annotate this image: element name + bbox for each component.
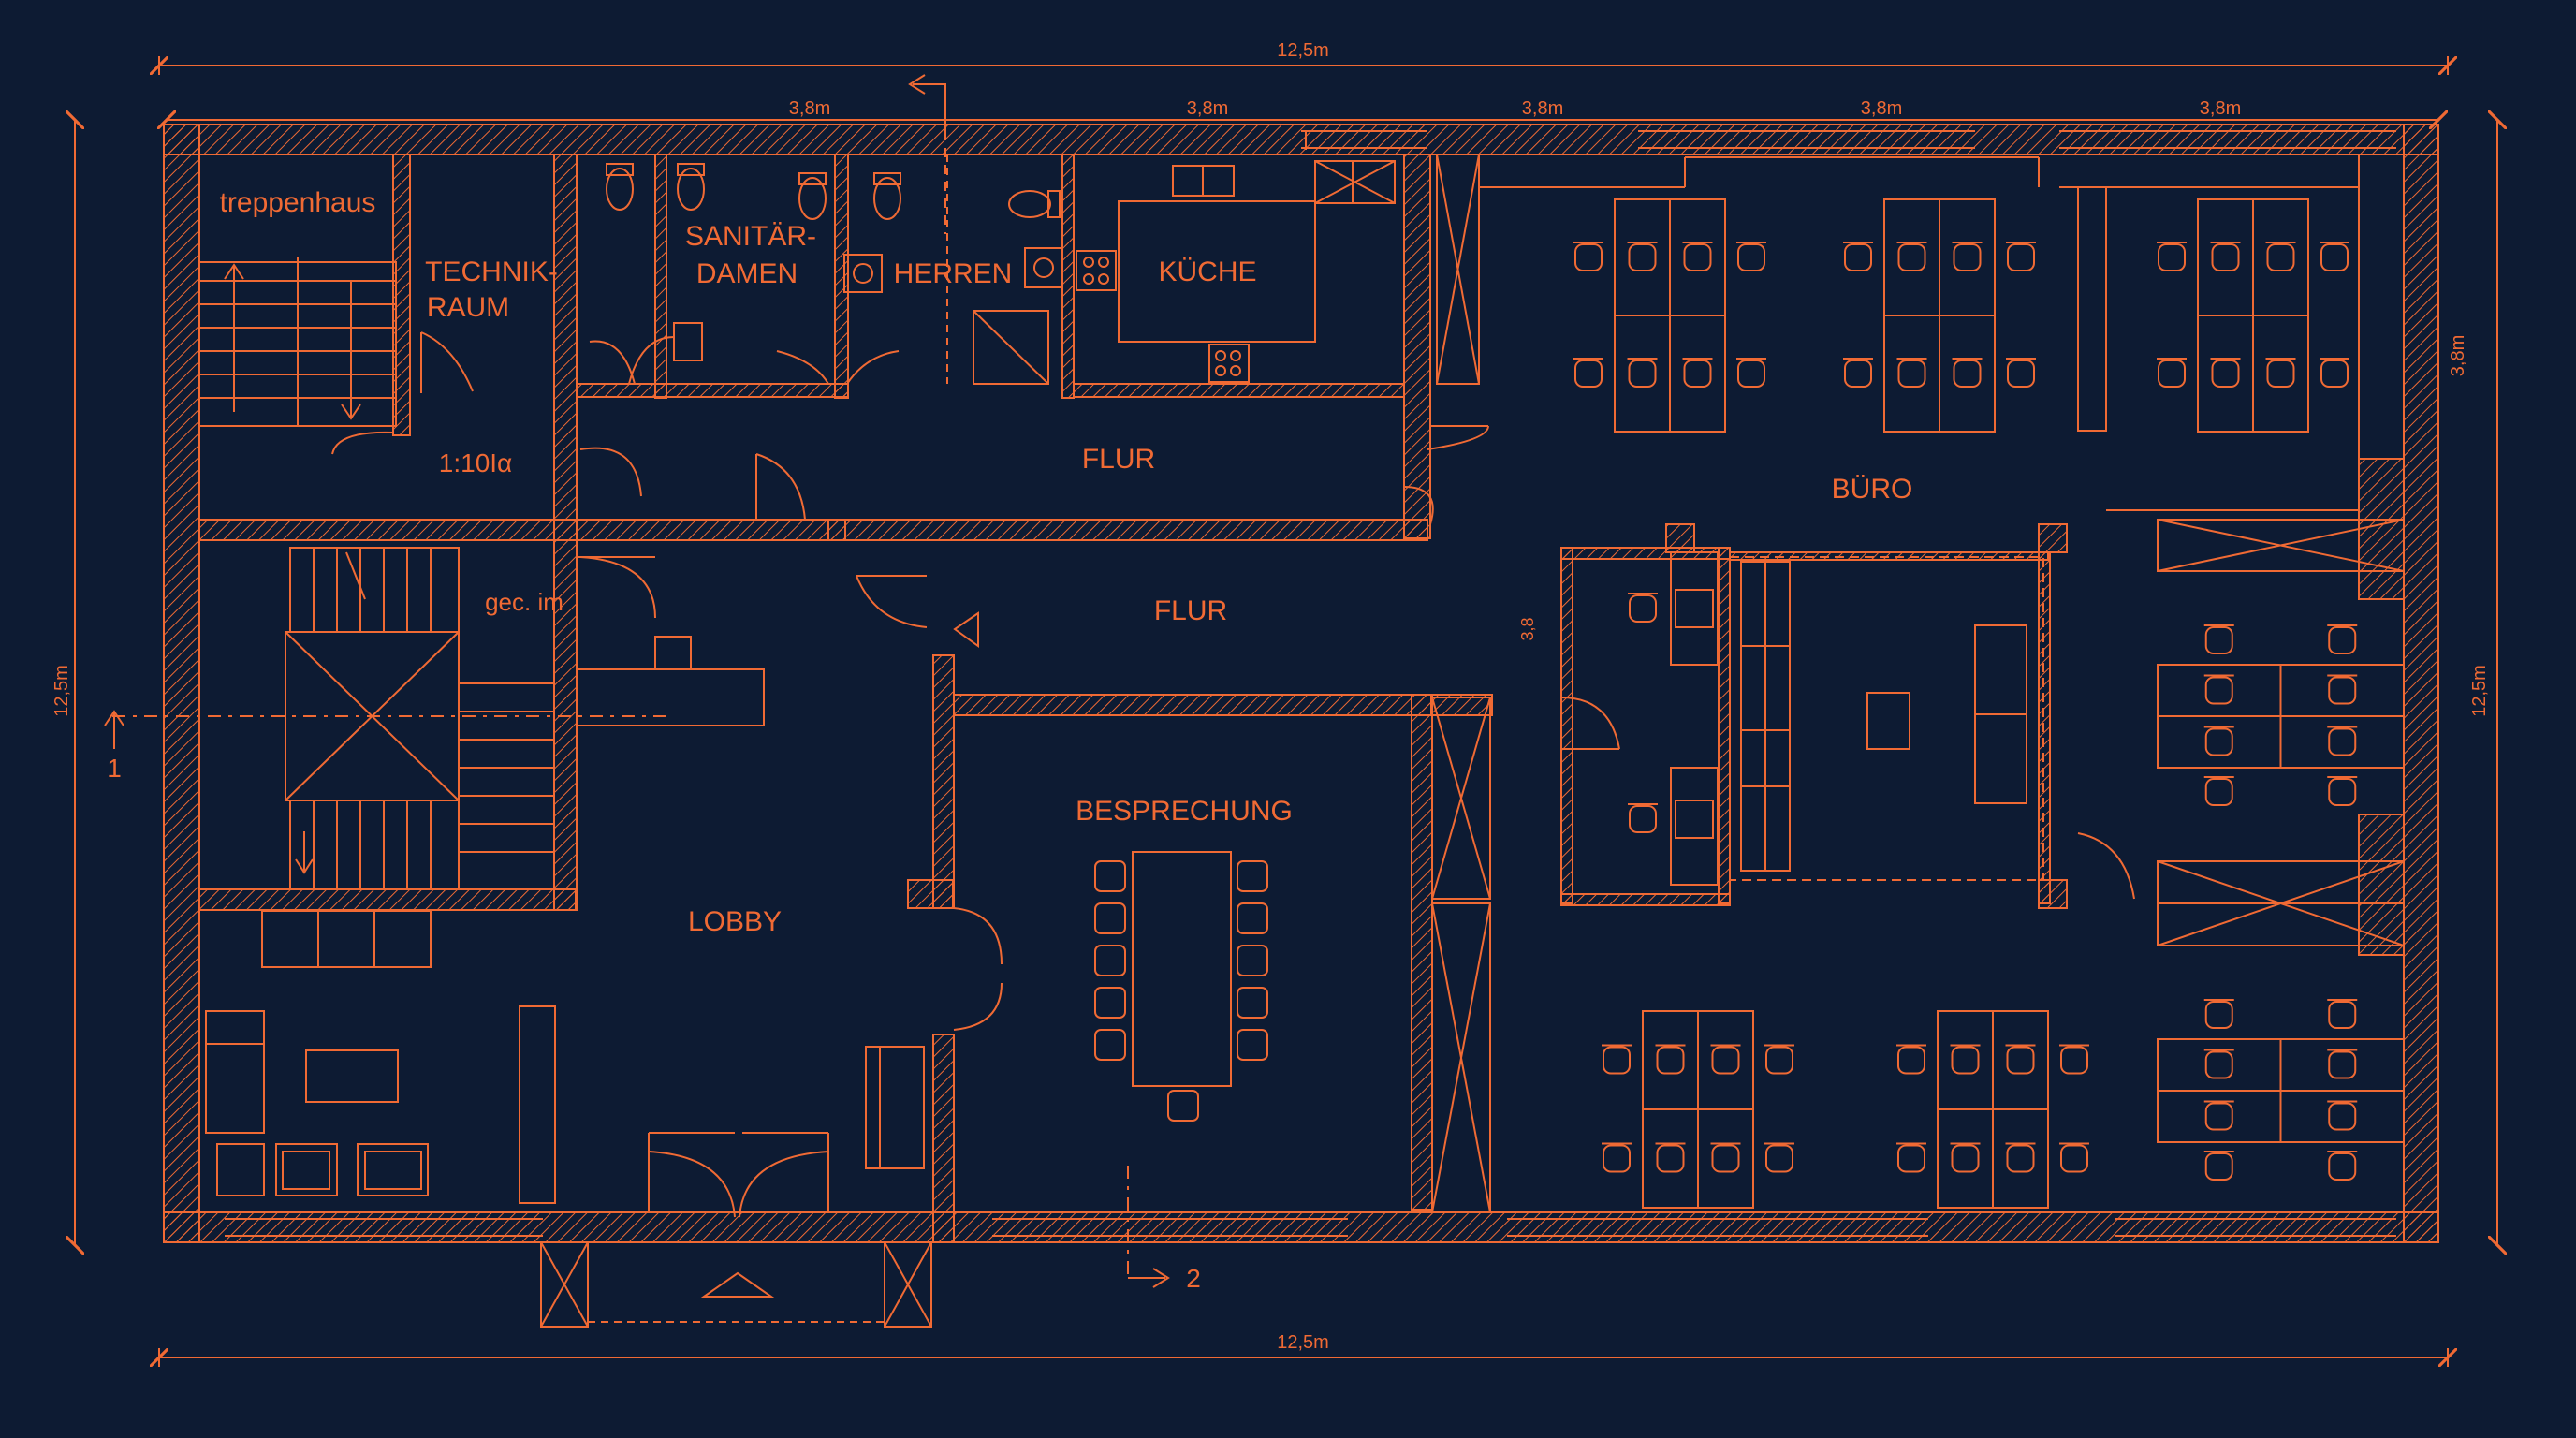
office-chair-icon bbox=[1683, 243, 1712, 271]
room-label-technical-line2: RAUM bbox=[427, 292, 509, 323]
office-chair-icon bbox=[2328, 676, 2357, 705]
room-label-lift-note: gec. im bbox=[485, 588, 564, 616]
line-work bbox=[104, 74, 2405, 1328]
section-marker-2: 2 bbox=[1186, 1264, 1201, 1293]
dim-bay-4: 3,8m bbox=[1861, 98, 1902, 119]
dim-right-upper: 3,8m bbox=[2448, 335, 2468, 376]
office-chair-icon bbox=[1844, 360, 1872, 388]
room-label-stairwell: treppenhaus bbox=[220, 187, 376, 218]
office-chair-icon bbox=[2204, 1050, 2233, 1079]
office-chair-icon bbox=[2211, 243, 2240, 271]
meeting-chairs bbox=[1094, 860, 1268, 1122]
dim-bay-3: 3,8m bbox=[1522, 98, 1563, 119]
office-chair-icon bbox=[1603, 1046, 1631, 1075]
dim-bay-5: 3,8m bbox=[2200, 98, 2241, 119]
room-label-corridor-upper: FLUR bbox=[1082, 444, 1155, 475]
office-chair-icon bbox=[1953, 243, 1982, 271]
office-chair-icon bbox=[2266, 243, 2295, 271]
office-chair-icon bbox=[1765, 1144, 1793, 1173]
office-chair-icon bbox=[1574, 360, 1603, 388]
office-chair-icon bbox=[2060, 1144, 2088, 1173]
office-chair-icon bbox=[2204, 626, 2233, 654]
office-chair-icon bbox=[2328, 626, 2357, 654]
office-chair-icon bbox=[2204, 1001, 2233, 1029]
office-chair-icon bbox=[1897, 243, 1926, 271]
office-chair-icon bbox=[2006, 1046, 2035, 1075]
dim-left-overall: 12,5m bbox=[51, 665, 72, 717]
office-chair-icon bbox=[1656, 1046, 1685, 1075]
office-chair-icon bbox=[2328, 1152, 2357, 1181]
room-label-kitchen: KÜCHE bbox=[1158, 257, 1256, 287]
office-chair-icon bbox=[2158, 360, 2186, 388]
desk-icon bbox=[1675, 589, 1714, 628]
office-chair-icon bbox=[2320, 360, 2349, 388]
office-chair-icon bbox=[2060, 1046, 2088, 1075]
room-label-mens: HERREN bbox=[894, 258, 1013, 289]
dim-top-overall: 12,5m bbox=[1277, 40, 1329, 61]
office-chair-icon bbox=[2204, 727, 2233, 756]
office-chair-icon bbox=[2204, 1152, 2233, 1181]
room-label-scale-note: 1:10Ια bbox=[439, 448, 512, 477]
office-chair-icon bbox=[1844, 243, 1872, 271]
room-label-office: BÜRO bbox=[1832, 474, 1913, 505]
office-chair-icon bbox=[1603, 1144, 1631, 1173]
office-chair-icon bbox=[1629, 805, 1657, 833]
room-label-technical-line1: TECHNIK- bbox=[425, 257, 558, 287]
dim-bay-2: 3,8m bbox=[1187, 98, 1228, 119]
office-chair-icon bbox=[1711, 1046, 1740, 1075]
office-chair-icon bbox=[1765, 1046, 1793, 1075]
office-chair-icon bbox=[2328, 727, 2357, 756]
office-chair-icon bbox=[1574, 243, 1603, 271]
office-chair-icon bbox=[1737, 243, 1765, 271]
office-chair-icon bbox=[2211, 360, 2240, 388]
office-chair-icon bbox=[2328, 778, 2357, 806]
room-labels: treppenhaus TECHNIK- RAUM SANITÄR- DAMEN… bbox=[107, 187, 1912, 1293]
office-chair-icon bbox=[2158, 243, 2186, 271]
office-chair-icon bbox=[1683, 360, 1712, 388]
office-chair-icon bbox=[2320, 243, 2349, 271]
dim-office-inner: 3,8 bbox=[1518, 617, 1537, 640]
office-chair-icon bbox=[2266, 360, 2295, 388]
dim-bay-1: 3,8m bbox=[789, 98, 830, 119]
office-chair-icon bbox=[1897, 360, 1926, 388]
office-workstations bbox=[1573, 198, 2405, 1209]
office-chair-icon bbox=[2007, 243, 2035, 271]
office-chair-icon bbox=[1711, 1144, 1740, 1173]
dimension-lines bbox=[75, 56, 2497, 1367]
room-label-ladies-line1: SANITÄR- bbox=[685, 221, 816, 252]
office-chair-icon bbox=[1737, 360, 1765, 388]
office-chair-icon bbox=[1953, 360, 1982, 388]
dimension-labels: 12,5m 12,5m 12,5m 12,5m 3,8m 3,8m 3,8m 3… bbox=[51, 40, 2490, 1353]
office-chair-icon bbox=[2328, 1102, 2357, 1131]
office-chair-icon bbox=[2204, 1102, 2233, 1131]
room-label-lobby: LOBBY bbox=[688, 906, 782, 937]
office-chair-icon bbox=[2328, 1001, 2357, 1029]
desk-icon bbox=[1675, 800, 1714, 839]
dim-bottom-overall: 12,5m bbox=[1277, 1332, 1329, 1353]
office-chair-icon bbox=[2204, 778, 2233, 806]
section-marker-1: 1 bbox=[107, 754, 122, 783]
office-chair-icon bbox=[1951, 1144, 1980, 1173]
office-chair-icon bbox=[2328, 1050, 2357, 1079]
room-label-ladies-line2: DAMEN bbox=[696, 258, 798, 289]
office-chair-icon bbox=[1628, 243, 1657, 271]
office-chair-icon bbox=[1897, 1046, 1925, 1075]
office-chair-icon bbox=[1951, 1046, 1980, 1075]
office-chair-icon bbox=[1629, 594, 1657, 623]
office-chair-icon bbox=[1628, 360, 1657, 388]
office-chair-icon bbox=[2204, 676, 2233, 705]
room-label-corridor-middle: FLUR bbox=[1154, 595, 1227, 626]
office-chair-icon bbox=[1656, 1144, 1685, 1173]
dim-right-overall: 12,5m bbox=[2469, 665, 2490, 717]
office-chair-icon bbox=[2006, 1144, 2035, 1173]
office-chair-icon bbox=[1897, 1144, 1925, 1173]
office-chair-icon bbox=[2007, 360, 2035, 388]
room-label-meeting: BESPRECHUNG bbox=[1076, 796, 1293, 827]
